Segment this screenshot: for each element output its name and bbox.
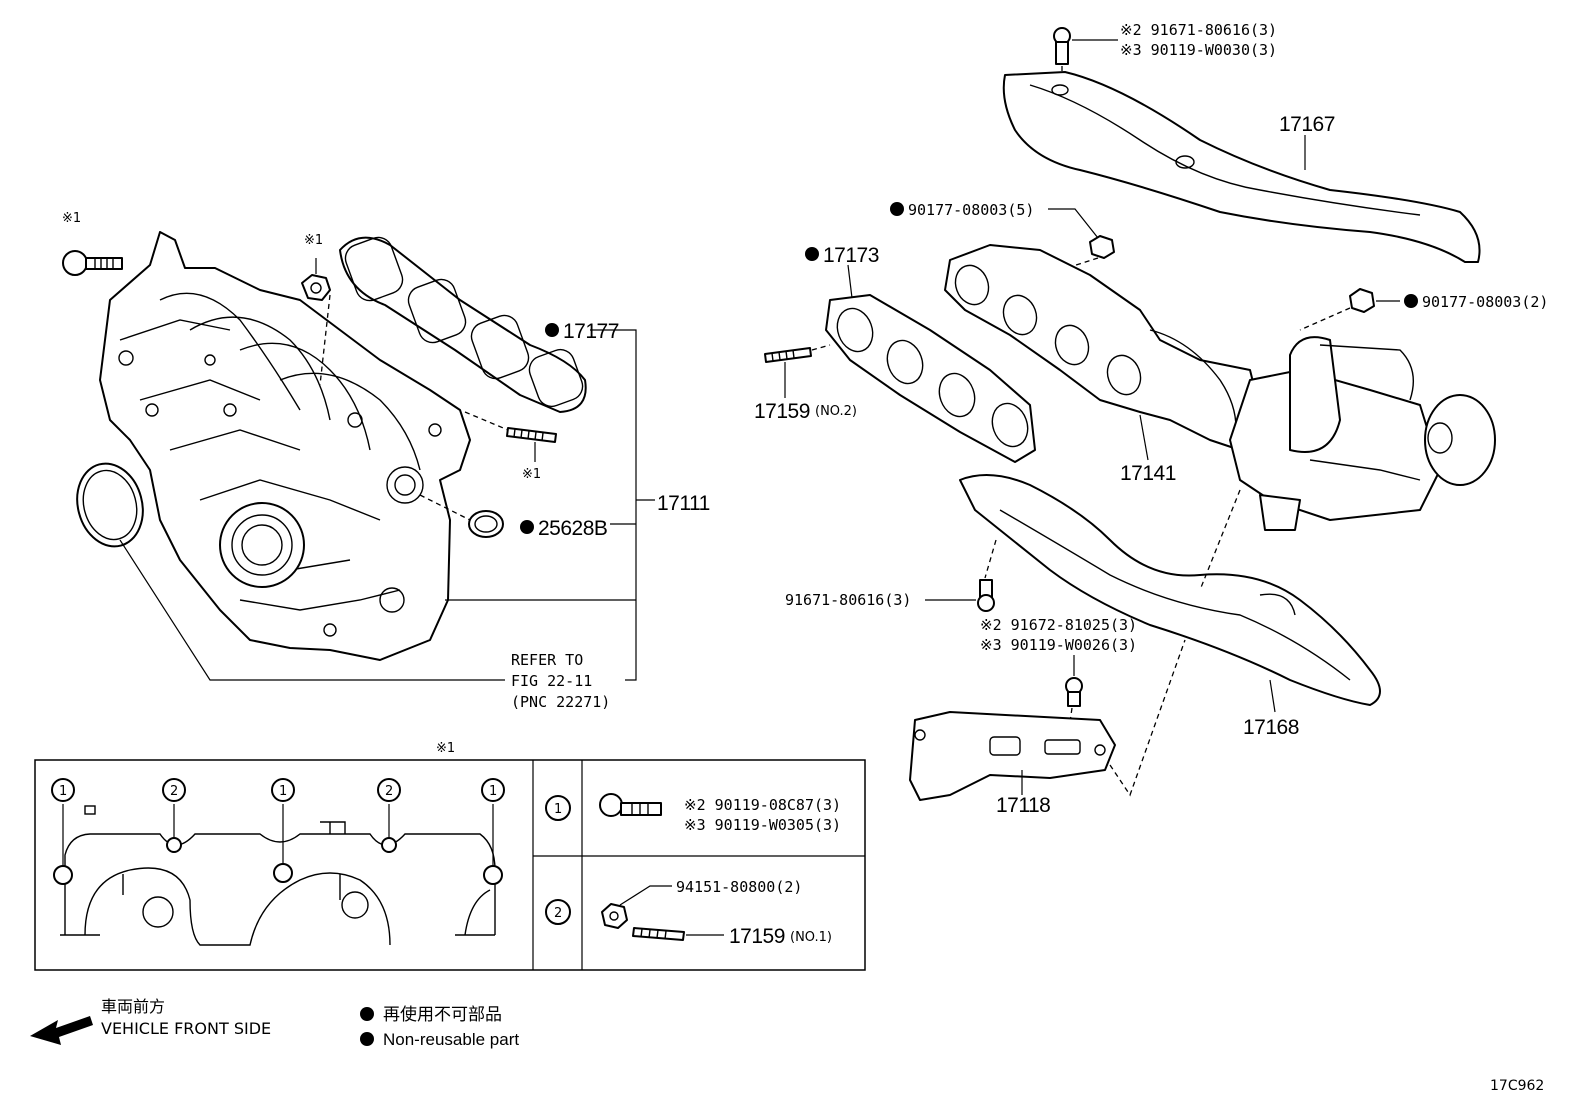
callout-5: 1 bbox=[489, 784, 497, 799]
non-reusable-dot-nut5 bbox=[890, 202, 904, 216]
figure-id: 17C962 bbox=[1490, 1078, 1544, 1094]
mark-1-stud: ※1 bbox=[522, 467, 541, 482]
bracket-bolt-line-b: ※3 90119-W0026(3) bbox=[980, 636, 1137, 654]
position-callouts bbox=[51, 778, 505, 802]
bracket-bolt-line-a: ※2 91672-81025(3) bbox=[980, 616, 1137, 634]
table-bolt-icon bbox=[599, 793, 662, 817]
table-stud-icon bbox=[632, 927, 685, 941]
table-bolt-line-a: ※2 90119-08C87(3) bbox=[684, 796, 841, 814]
bolt-91671-label: 91671-80616(3) bbox=[785, 591, 911, 609]
part-17159-no2-suffix: (NO.2) bbox=[815, 404, 857, 419]
refer-line-3: (PNC 22271) bbox=[511, 693, 610, 711]
bracket-17118-drawing bbox=[909, 711, 1116, 801]
legend-front-jp: 車両前方 bbox=[101, 997, 165, 1016]
refer-line-1: REFER TO bbox=[511, 651, 583, 669]
legend-front-en: VEHICLE FRONT SIDE bbox=[101, 1019, 271, 1038]
table-bolt-line-b: ※3 90119-W0305(3) bbox=[684, 816, 841, 834]
part-17111: 17111 bbox=[657, 492, 710, 515]
part-17173: 17173 bbox=[823, 244, 879, 267]
nut-2-label: 90177-08003(2) bbox=[1422, 293, 1548, 311]
intake-gasket-17177-drawing bbox=[339, 236, 587, 413]
part-25628b: 25628B bbox=[538, 517, 607, 540]
bracket-bolt-icon bbox=[1065, 677, 1083, 707]
nut-2-icon bbox=[1349, 288, 1375, 313]
legend-dot-icon-2 bbox=[360, 1032, 374, 1046]
callout-4: 2 bbox=[385, 784, 393, 799]
legend-nonreuse-en: Non-reusable part bbox=[383, 1030, 519, 1049]
heat-insulator-bolt-icon bbox=[1053, 27, 1071, 65]
refer-line-2: FIG 22-11 bbox=[511, 672, 592, 690]
top-bolt-line-b: ※3 90119-W0030(3) bbox=[1120, 41, 1277, 59]
bolt-hole-markers bbox=[53, 804, 503, 885]
heat-insulator-17168-drawing bbox=[959, 474, 1381, 706]
nut-5-label: 90177-08003(5) bbox=[908, 201, 1034, 219]
mark-1-bolt: ※1 bbox=[62, 211, 81, 226]
part-17177: 17177 bbox=[563, 320, 619, 343]
callout-3: 1 bbox=[279, 784, 287, 799]
front-arrow-icon bbox=[30, 1016, 93, 1045]
top-bolt-line-a: ※2 91671-80616(3) bbox=[1120, 21, 1277, 39]
row-1-number: 1 bbox=[554, 802, 562, 817]
manifold-stud-icon bbox=[506, 427, 557, 443]
catalytic-converter-drawing bbox=[1229, 336, 1496, 531]
mark-1-nut: ※1 bbox=[304, 233, 323, 248]
mark-1-table: ※1 bbox=[436, 741, 455, 756]
part-17159-no2: 17159 bbox=[754, 400, 810, 423]
exhaust-gasket-17173-drawing bbox=[825, 294, 1036, 463]
non-reusable-dot-17177 bbox=[545, 323, 559, 337]
gasket-25628b-icon bbox=[468, 510, 504, 538]
non-reusable-dot-nut2 bbox=[1404, 294, 1418, 308]
part-17168: 17168 bbox=[1243, 716, 1299, 739]
cylinder-head-outline bbox=[60, 805, 496, 946]
part-17118: 17118 bbox=[996, 794, 1050, 817]
part-17141: 17141 bbox=[1120, 462, 1176, 485]
table-stud-suffix: (NO.1) bbox=[790, 930, 832, 945]
stud-17159-no2-icon bbox=[764, 347, 812, 363]
row-2-number: 2 bbox=[554, 906, 562, 921]
non-reusable-dot-25628b bbox=[520, 520, 534, 534]
callout-2: 2 bbox=[170, 784, 178, 799]
manifold-bolt-icon bbox=[62, 250, 123, 276]
table-nut-label: 94151-80800(2) bbox=[676, 878, 802, 896]
non-reusable-dot-17173 bbox=[805, 247, 819, 261]
throttle-gasket-ring bbox=[76, 462, 144, 548]
legend-nonreuse-jp: 再使用不可部品 bbox=[383, 1004, 502, 1024]
manifold-nut-icon bbox=[301, 274, 331, 301]
intake-manifold-drawing bbox=[99, 231, 471, 661]
part-17167: 17167 bbox=[1279, 113, 1335, 136]
legend-dot-icon-1 bbox=[360, 1007, 374, 1021]
insulator-bolt-icon bbox=[977, 579, 995, 612]
nut-5-icon bbox=[1089, 235, 1115, 259]
table-stud-label: 17159 bbox=[729, 925, 785, 948]
callout-1: 1 bbox=[59, 784, 67, 799]
heat-insulator-17167-drawing bbox=[1002, 71, 1481, 263]
table-nut-icon bbox=[601, 903, 628, 929]
